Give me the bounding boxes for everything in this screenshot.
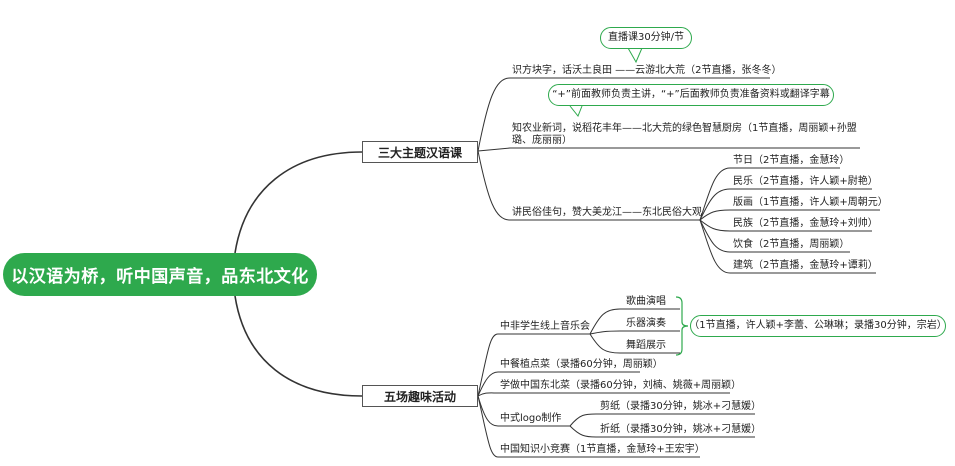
connector-b2-g2 [589,330,680,335]
connector-b1-g1 [699,167,840,221]
connector-b2-c4 [477,395,570,427]
activity-node-quiz[interactable]: 中国知识小竞赛（1节直播，金慧玲+王宏宇） [500,444,705,455]
topic-node-folk[interactable]: 讲民俗佳句，赞大美龙江——东北民俗大观 [512,207,702,218]
connector-b1-g6 [699,219,876,274]
connector-b1-c2 [477,147,860,152]
concert-bracket [675,296,689,356]
callout-teachers-pointer [569,105,583,117]
connector-b2-g1 [589,308,680,335]
connector-b1-g4 [699,219,872,232]
folk-item-food[interactable]: 饮食（2节直播，周丽颖） [733,239,850,250]
connector-b2-c1 [477,333,590,397]
connector-b2-g4 [569,413,755,427]
callout-teacher-roles: “+”前面教师负责主讲，“+”后面教师负责准备资料或翻译字幕 [548,84,834,106]
concert-item-dance[interactable]: 舞蹈展示 [626,340,666,351]
connector-b2-c5 [477,395,700,458]
activity-node-ordering[interactable]: 中餐植点菜（录播60分钟，周丽颖） [500,359,663,370]
folk-item-architecture[interactable]: 建筑（2节直播，金慧玲+谭莉） [733,260,878,271]
topic-node-characters[interactable]: 识方块字，话沃土良田 ——云游北大荒（2节直播，张冬冬） [512,65,782,76]
topic-node-agriculture[interactable]: 知农业新词，说稻花丰年——北大荒的绿色智慧厨房（1节直播，周丽颖+孙盟璐、庞丽丽… [512,123,857,146]
branch-title-activities[interactable]: 五场趣味活动 [362,385,478,407]
folk-item-music[interactable]: 民乐（2节直播，许人颖+尉艳） [733,176,878,187]
connector-b1-c1 [477,77,770,152]
logo-item-origami[interactable]: 折纸（录播30分钟，姚冰+刁慧媛） [600,424,762,435]
concert-item-instruments[interactable]: 乐器演奏 [626,318,666,329]
folk-item-prints[interactable]: 版画（1节直播，许人颖+周朝元） [733,197,888,208]
connector-b1-g3 [699,209,880,221]
root-node[interactable]: 以汉语为桥，听中国声音，品东北文化 [3,253,317,296]
callout-concert-info: （1节直播，许人颖+李蕾、公琳琳；录播30分钟，宗岩） [689,315,947,337]
connector-b2-g5 [569,425,755,438]
branch-title-courses[interactable]: 三大主题汉语课 [362,141,478,163]
connector-b2-c3 [477,392,730,397]
connector-b2-c2 [477,371,640,397]
folk-item-ethnic[interactable]: 民族（2节直播，金慧玲+刘帅） [733,218,878,229]
activity-node-cooking[interactable]: 学做中国东北菜（录播60分钟，刘楠、姚薇+周丽颖） [500,380,742,391]
activity-node-logo[interactable]: 中式logo制作 [500,413,562,424]
connector-b1-g2 [699,188,872,221]
connector-b1-g5 [699,219,850,253]
connector-b1-c3 [477,150,700,221]
connector-root-branch2 [234,295,363,397]
activity-node-concert[interactable]: 中非学生线上音乐会 [500,321,590,332]
logo-item-papercut[interactable]: 剪纸（录播30分钟，姚冰+刁慧媛） [600,401,762,412]
connector-b2-g3 [589,333,680,354]
callout-top-pointer [627,47,643,64]
callout-live-duration: 直播课30分钟/节 [600,27,692,49]
concert-item-singing[interactable]: 歌曲演唱 [626,296,666,307]
connector-root-branch1 [234,151,363,254]
folk-item-festival[interactable]: 节日（2节直播，金慧玲） [733,155,850,166]
